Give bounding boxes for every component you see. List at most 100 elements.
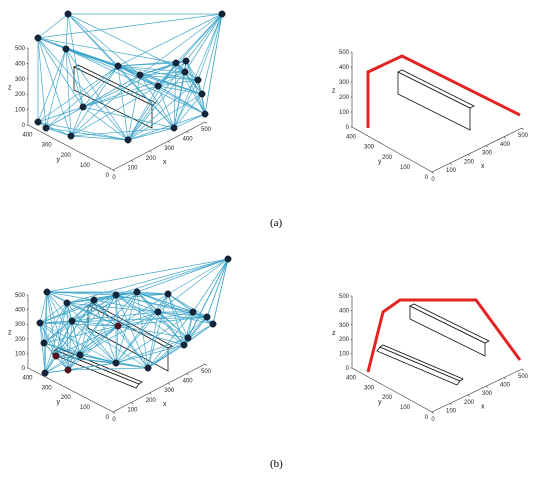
b-left-edge <box>43 342 46 374</box>
a-left-edge <box>117 13 223 67</box>
a-left-edge <box>127 62 177 141</box>
a-left-node <box>64 10 72 18</box>
b-left-node <box>68 317 76 325</box>
b-left-edge <box>192 311 214 325</box>
a-right-z-label: z <box>332 88 336 95</box>
b-left-x-tick-label: 400 <box>183 379 194 385</box>
a-left-node <box>79 103 87 111</box>
a-right-x-tick <box>467 154 470 157</box>
a-left-y-axis <box>27 124 114 171</box>
b-left-edge <box>46 258 229 293</box>
a-left-node <box>67 132 75 140</box>
a-left-node <box>182 57 190 65</box>
b-left-edge <box>115 311 194 364</box>
a-left-y-label: y <box>57 157 61 164</box>
a-left-edge <box>45 106 84 129</box>
b-left-edge <box>93 299 149 369</box>
b-left-node <box>180 341 188 349</box>
a-left-x-tick-label: 100 <box>127 165 138 171</box>
b-left-node <box>112 291 120 299</box>
b-left-edge <box>67 320 73 371</box>
a-left-edge <box>82 71 186 108</box>
b-left-x-tick <box>149 392 152 395</box>
b-left-x-tick <box>186 373 189 376</box>
b-right-obstacle-front <box>409 305 486 357</box>
a-left-edge <box>117 65 129 141</box>
b-left-edge <box>67 294 117 371</box>
a-left-x-axis <box>112 121 206 171</box>
b-right-z-tick-label: 200 <box>339 337 350 343</box>
b-left-node <box>64 366 72 374</box>
a-right-y-tick-label: 0 <box>425 175 429 181</box>
b-left-node <box>114 322 122 330</box>
a-right-x-tick <box>449 162 452 165</box>
b-left-edge <box>67 299 95 371</box>
a-left-edge <box>65 48 84 108</box>
a-left-edge <box>173 13 223 129</box>
b-left-edge <box>117 325 185 346</box>
b-left-edge <box>79 299 95 356</box>
a-left-x-label: x <box>163 159 167 166</box>
a-right-y-tick-label: 300 <box>364 145 375 151</box>
b-left-node <box>184 334 192 342</box>
b-left-x-tick <box>112 411 115 414</box>
b-left-edge <box>67 362 117 371</box>
b-left-edge <box>55 325 119 357</box>
a-left-edge <box>82 106 175 129</box>
b-left-edge <box>46 291 57 357</box>
a-left-x-tick-label: 200 <box>146 156 157 162</box>
b-left-edge <box>71 320 149 369</box>
a-left-edge <box>45 65 119 129</box>
a-left-edge <box>157 71 186 87</box>
b-left-edge <box>115 337 189 364</box>
b-left-node <box>112 359 120 367</box>
b-right-z-tick-label: 100 <box>339 352 350 358</box>
b-right-x-tick-label: 300 <box>482 391 493 397</box>
a-left-edge <box>139 13 223 76</box>
b-left-x-axis <box>112 363 206 413</box>
b-left-z-tick-label: 0 <box>22 366 26 372</box>
b-right-x-axis <box>431 368 523 413</box>
b-right-x-tick <box>431 411 434 414</box>
a-left-z-tick-label: 300 <box>15 77 26 83</box>
a-left-z-tick-label: 100 <box>15 108 26 114</box>
b-left-edge <box>157 311 185 346</box>
b-left-node <box>224 255 232 263</box>
a-right-y-tick-label: 200 <box>382 155 393 161</box>
b-right-x-tick <box>449 403 452 406</box>
a-left-edge <box>37 48 67 123</box>
b-left-z-label: z <box>8 330 12 337</box>
b-left-edge <box>147 344 185 369</box>
b-left-edge <box>44 302 68 374</box>
a-left-x-tick <box>204 121 207 124</box>
a-left-node <box>42 124 50 132</box>
a-left-edge <box>82 106 129 141</box>
a-left-edge <box>37 13 223 39</box>
a-left-node <box>34 118 42 126</box>
a-left-edge <box>67 13 186 73</box>
b-left-x-tick-label: 200 <box>146 398 157 404</box>
a-left-edge <box>185 60 199 81</box>
b-left-edge <box>66 302 69 371</box>
a-right-x-tick <box>485 145 488 148</box>
b-left-edge <box>147 311 194 369</box>
a-right-z-tick-label: 200 <box>339 95 350 101</box>
b-left-edge <box>71 320 81 356</box>
b-left-edge <box>167 258 229 295</box>
b-left-node <box>154 308 162 316</box>
a-left-edge <box>37 37 72 137</box>
a-left-edge <box>173 62 177 129</box>
b-left-edge <box>93 293 169 301</box>
b-left-z-tick-label: 100 <box>15 351 26 357</box>
a-left-edge <box>82 74 141 108</box>
b-left-edge <box>93 299 159 313</box>
b-left-z-tick-label: 200 <box>15 337 26 343</box>
a-left-edge <box>70 106 84 137</box>
b-left-x-tick-label: 0 <box>112 417 116 423</box>
a-left-edge <box>67 13 141 76</box>
a-left-x-tick-label: 500 <box>201 127 212 133</box>
b-left-edge <box>46 291 95 301</box>
b-right-path <box>366 298 522 373</box>
a-left-edge <box>127 93 203 141</box>
b-left-z-tick-label: 300 <box>15 322 26 328</box>
